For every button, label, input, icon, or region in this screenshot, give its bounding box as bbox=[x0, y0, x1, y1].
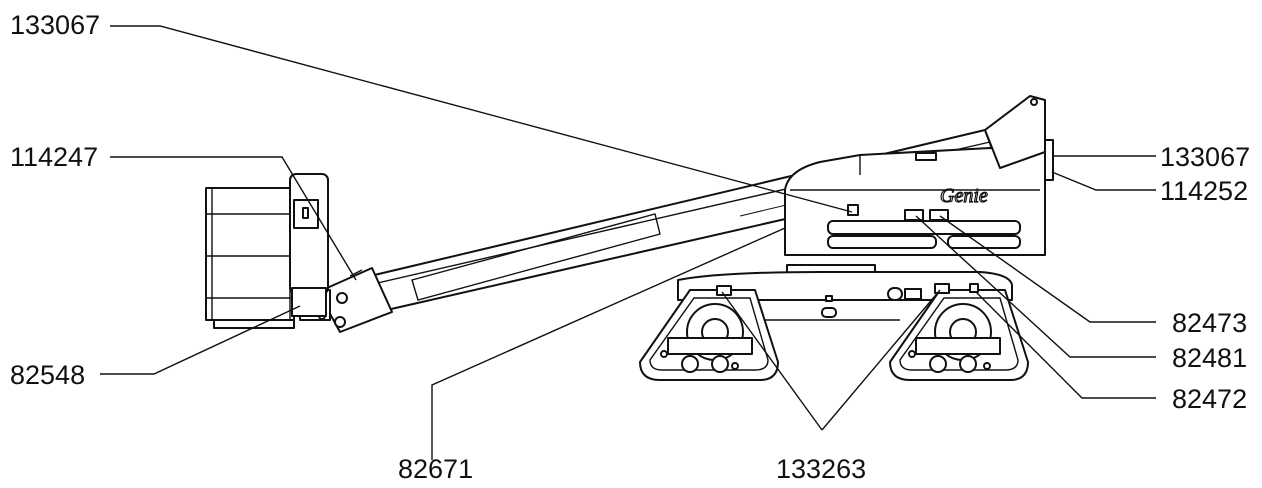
genie-logo: Genie bbox=[940, 185, 988, 207]
leader-line-114252 bbox=[1051, 171, 1156, 191]
callout-label-133263: 133263 bbox=[776, 454, 866, 484]
callout-label-82472: 82472 bbox=[1172, 384, 1247, 414]
leader-line-114247 bbox=[110, 156, 357, 281]
left-track bbox=[639, 285, 779, 381]
callout-label-82548: 82548 bbox=[10, 360, 85, 390]
leader-lines bbox=[100, 25, 1156, 460]
leader-line-82671 bbox=[431, 227, 786, 460]
leader-line-82481 bbox=[915, 215, 1156, 358]
callout-label-82473: 82473 bbox=[1172, 308, 1247, 338]
callout-label-133067-right: 133067 bbox=[1160, 142, 1250, 172]
platform-basket bbox=[205, 173, 329, 329]
boom-lift-drawing: Genie bbox=[205, 95, 1054, 381]
leader-line-82473 bbox=[939, 215, 1156, 323]
callout-label-82671: 82671 bbox=[398, 454, 473, 484]
chassis bbox=[677, 271, 1013, 321]
leader-line-133263-b bbox=[821, 289, 941, 431]
right-track bbox=[889, 283, 1029, 381]
callout-label-114252: 114252 bbox=[1160, 176, 1248, 206]
turntable: Genie bbox=[784, 95, 1054, 276]
callout-label-133067-top: 133067 bbox=[10, 10, 100, 40]
callout-label-82481: 82481 bbox=[1172, 343, 1247, 373]
leader-line-133067-top bbox=[110, 25, 853, 213]
callout-labels: 133067 114247 82548 82671 133263 133067 … bbox=[10, 10, 1250, 484]
leader-line-82472 bbox=[975, 291, 1156, 399]
leader-line-133263-a bbox=[721, 291, 823, 431]
callout-label-114247: 114247 bbox=[10, 142, 98, 172]
leader-line-82548 bbox=[100, 305, 301, 375]
